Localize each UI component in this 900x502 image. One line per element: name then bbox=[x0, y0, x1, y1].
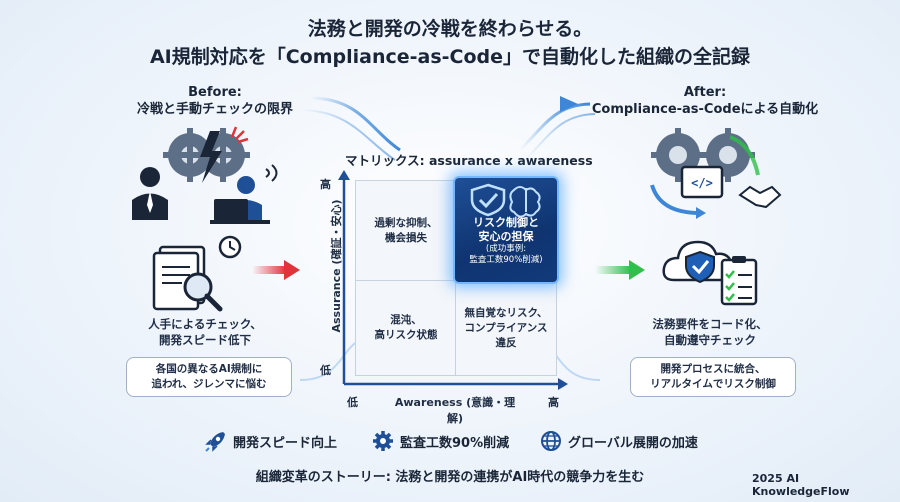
quadrant-bottom-right-line1: 無自覚なリスク、 bbox=[464, 306, 548, 319]
red-arrow-icon bbox=[252, 260, 300, 280]
automation-gears-code-icon: </> bbox=[650, 128, 782, 219]
quadrant-top-left-line2: 機会損失 bbox=[385, 232, 427, 244]
quadrant-bottom-right: 無自覚なリスク、 コンプライアンス 違反 bbox=[455, 280, 557, 376]
after-heading-subtitle: Compliance-as-Codeによる自動化 bbox=[591, 102, 819, 117]
quadrant-top-left: 過剰な抑制、 機会損失 bbox=[355, 180, 457, 282]
quadrant-top-right-line3: (成功事例: bbox=[485, 244, 527, 254]
before-caption: 人手によるチェック、 開発スピード低下 bbox=[120, 316, 290, 348]
quadrant-bottom-right-line2: コンプライアンス bbox=[464, 321, 548, 334]
rocket-icon bbox=[205, 432, 225, 452]
benefit-global-expansion-label: グローバル展開の加速 bbox=[568, 435, 698, 451]
after-note-box: 開発プロセスに統合、 リアルタイムでリスク制御 bbox=[630, 357, 796, 397]
quadrant-bottom-left-line1: 混沌、 bbox=[390, 314, 422, 326]
benefit-audit-reduction: 監査工数90%削減 bbox=[372, 430, 509, 452]
after-caption: 法務要件をコード化、 自動遵守チェック bbox=[620, 316, 800, 348]
x-axis-high: 高 bbox=[548, 396, 559, 409]
before-note-line2: 追われ、ジレンマに悩む bbox=[151, 378, 267, 390]
benefit-global-expansion: グローバル展開の加速 bbox=[540, 430, 698, 452]
after-note-line1: 開発プロセスに統合、 bbox=[660, 363, 766, 375]
before-heading-subtitle: 冷戦と手動チェックの限界 bbox=[136, 102, 293, 117]
benefit-dev-speed-label: 開発スピード向上 bbox=[233, 435, 338, 451]
document-magnifier-icon bbox=[152, 235, 242, 312]
quadrant-bottom-left: 混沌、 高リスク状態 bbox=[355, 280, 457, 376]
svg-text:</>: </> bbox=[691, 176, 713, 190]
gear-icon bbox=[373, 431, 393, 451]
shield-brain-icon bbox=[470, 183, 541, 218]
globe-icon bbox=[541, 431, 561, 451]
page-title-line2: AI規制対応を「Compliance-as-Code」で自動化した組織の全記録 bbox=[149, 46, 751, 68]
quadrant-top-right-line2: 安心の担保 bbox=[478, 230, 534, 243]
before-heading: Before: 冷戦と手動チェックの限界 bbox=[115, 84, 315, 118]
conflict-people-gears-icon bbox=[132, 126, 278, 224]
matrix-title: マトリックス: assurance x awareness bbox=[345, 153, 593, 168]
quadrant-top-right-highlight: リスク制御と 安心の担保 (成功事例: 監査工数90%削減) bbox=[453, 176, 559, 284]
after-heading: After: Compliance-as-Codeによる自動化 bbox=[590, 84, 820, 118]
before-note-line1: 各国の異なるAI規制に bbox=[155, 363, 263, 375]
benefit-audit-reduction-label: 監査工数90%削減 bbox=[400, 435, 510, 451]
quadrant-bottom-right-line3: 違反 bbox=[495, 336, 517, 349]
y-axis-high: 高 bbox=[320, 178, 331, 191]
y-axis-low: 低 bbox=[320, 364, 331, 377]
x-axis-label: Awareness (意識・理解) bbox=[394, 396, 516, 425]
before-note-box: 各国の異なるAI規制に 追われ、ジレンマに悩む bbox=[126, 357, 292, 397]
after-caption-line1: 法務要件をコード化、 bbox=[652, 317, 768, 331]
quadrant-top-right-line4: 監査工数90%削減) bbox=[469, 255, 543, 265]
before-heading-label: Before: bbox=[188, 85, 242, 100]
quadrant-top-left-line1: 過剰な抑制、 bbox=[374, 217, 438, 229]
green-arrow-icon bbox=[595, 260, 645, 280]
page-title-line1: 法務と開発の冷戦を終わらせる。 bbox=[307, 18, 593, 40]
after-caption-line2: 自動遵守チェック bbox=[664, 333, 756, 347]
quadrant-top-right-line1: リスク制御と bbox=[473, 216, 539, 229]
cloud-shield-checklist-icon bbox=[662, 240, 758, 306]
after-heading-label: After: bbox=[683, 85, 727, 100]
credit-text: 2025 AI KnowledgeFlow bbox=[752, 472, 850, 498]
benefit-dev-speed: 開発スピード向上 bbox=[205, 430, 337, 452]
after-note-line2: リアルタイムでリスク制御 bbox=[650, 378, 776, 390]
before-caption-line2: 開発スピード低下 bbox=[159, 333, 251, 347]
before-caption-line1: 人手によるチェック、 bbox=[148, 317, 262, 331]
matrix-axes bbox=[338, 170, 568, 390]
quadrant-bottom-left-line2: 高リスク状態 bbox=[374, 329, 438, 341]
x-axis-low: 低 bbox=[347, 396, 358, 409]
bottom-story-line: 組織変革のストーリー: 法務と開発の連携がAI時代の競争力を生む bbox=[255, 470, 645, 485]
